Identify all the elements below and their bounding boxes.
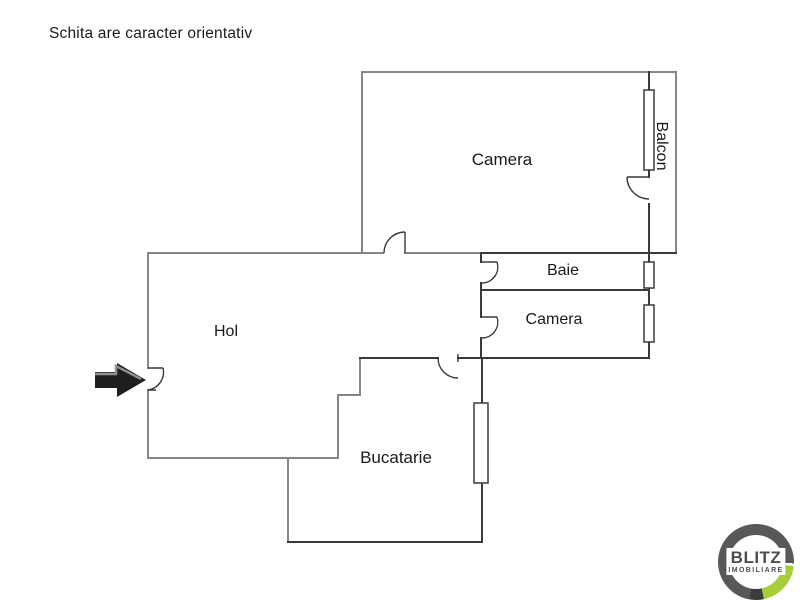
baie-door-arc	[480, 261, 499, 284]
bucatarie-door-arc	[437, 354, 459, 379]
baie-window	[643, 261, 655, 289]
balcon-door-arc	[626, 176, 650, 200]
camera-small-window	[643, 304, 655, 343]
camera-small-door-arc	[480, 316, 499, 339]
entrance-arrow-highlight	[95, 363, 142, 381]
windows	[473, 89, 655, 484]
bucatarie-window	[473, 402, 489, 484]
room-label-balcon: Balcon	[653, 121, 670, 171]
camera-door-arc	[383, 231, 406, 254]
room-label-baie: Baie	[546, 262, 580, 279]
agency-logo: BLITZ IMOBILIARE	[717, 524, 795, 600]
camera-balcon-outer-wall	[361, 71, 677, 254]
room-label-camera-small: Camera	[525, 311, 583, 328]
room-label-bucatarie: Bucatarie	[360, 448, 432, 467]
logo-brand-name: BLITZ	[730, 547, 782, 567]
entrance-arrow-icon	[95, 363, 146, 397]
room-label-hol: Hol	[213, 323, 239, 340]
balcon-window	[643, 89, 655, 171]
doors	[147, 176, 650, 391]
room-label-camera-top: Camera	[471, 150, 533, 169]
logo-brand-subtitle: IMOBILIARE	[728, 566, 784, 574]
entrance-door-arc	[147, 367, 165, 391]
disclaimer-text: Schita are caracter orientativ	[49, 25, 253, 42]
outer-walls	[147, 71, 677, 543]
logo-text: BLITZ IMOBILIARE	[726, 547, 786, 575]
entrance-arrow-body	[95, 363, 146, 397]
hol-walls	[147, 252, 482, 459]
